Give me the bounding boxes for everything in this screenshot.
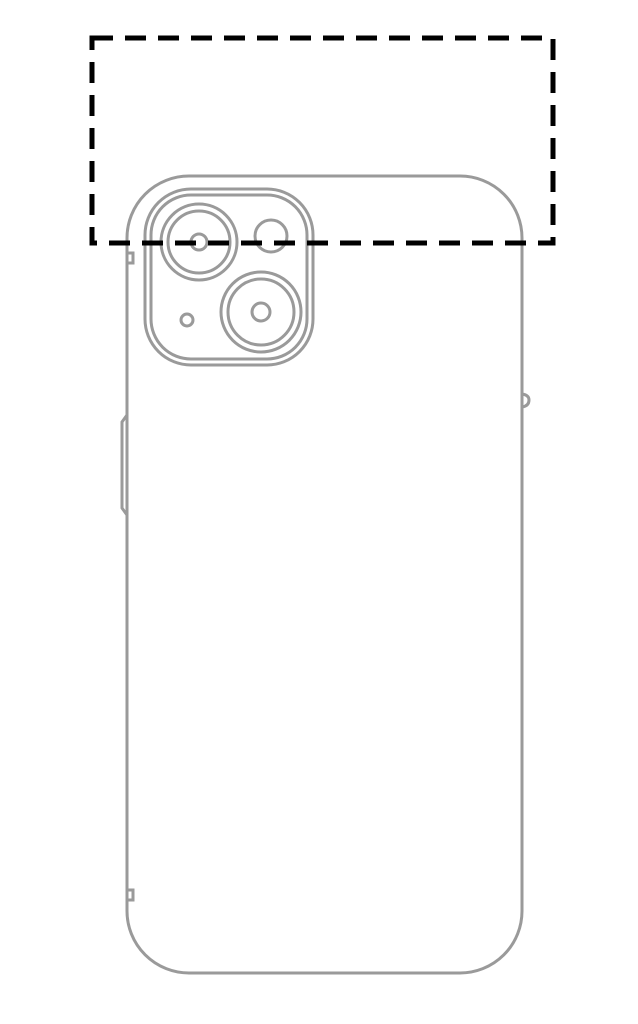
camera-bump-inner — [149, 193, 309, 361]
camera-lens-ultrawide-center — [250, 301, 272, 323]
side-notch-bottom — [127, 888, 135, 902]
phone-body — [125, 174, 524, 975]
camera-lens-ultrawide-outer — [219, 270, 303, 354]
camera-lens-ultrawide-inner — [226, 277, 296, 347]
volume-button — [120, 414, 129, 516]
flash-icon — [253, 218, 289, 254]
camera-lens-wide-inner — [166, 209, 232, 275]
camera-bump-outer — [143, 187, 315, 367]
highlight-dashed-box — [89, 35, 556, 246]
side-notch-top — [127, 251, 135, 265]
power-button — [521, 392, 531, 409]
microphone-hole — [179, 312, 195, 328]
